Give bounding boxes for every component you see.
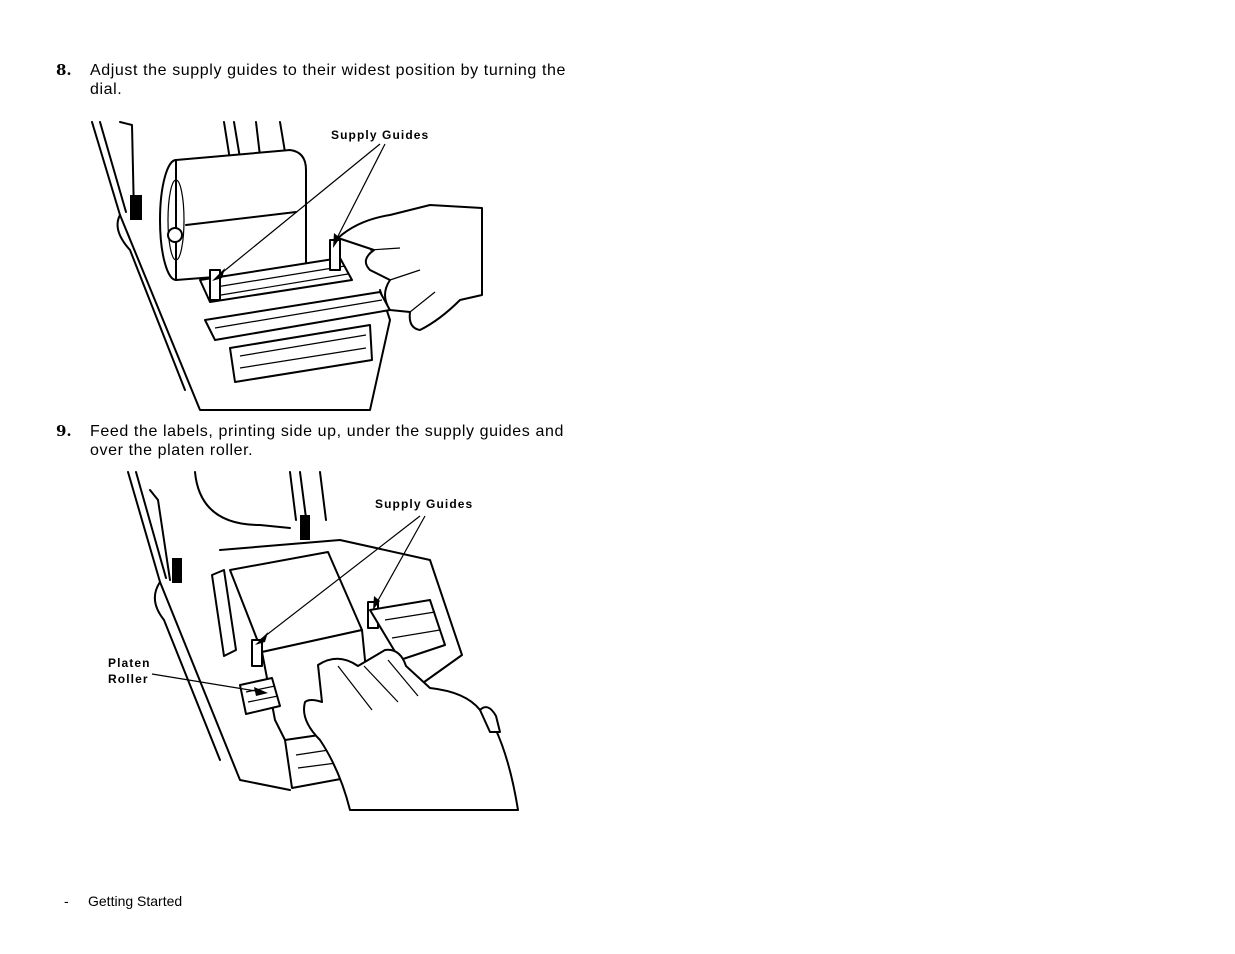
callout-supply-guides: Supply Guides xyxy=(331,128,430,142)
figure-adjust-supply-guides: Supply Guides xyxy=(90,120,490,412)
step-number: 9. xyxy=(56,422,72,440)
page-footer: - Getting Started xyxy=(64,893,182,909)
callout-platen-roller: Platen Roller xyxy=(108,656,151,686)
figure-feed-labels: Supply Guides Platen Roller xyxy=(100,470,525,812)
callout-supply-guides: Supply Guides xyxy=(375,497,474,511)
footer-section-title: Getting Started xyxy=(88,893,183,909)
footer-separator: - xyxy=(64,893,69,909)
printer-illustration-2 xyxy=(127,471,519,811)
step-instruction: Feed the labels, printing side up, under… xyxy=(90,423,564,459)
printer-illustration-1 xyxy=(91,121,483,411)
step-number: 8. xyxy=(56,61,72,79)
callout-arrows-2 xyxy=(151,515,426,696)
callout-arrows-1 xyxy=(212,143,386,281)
step-instruction: Adjust the supply guides to their widest… xyxy=(90,62,566,98)
